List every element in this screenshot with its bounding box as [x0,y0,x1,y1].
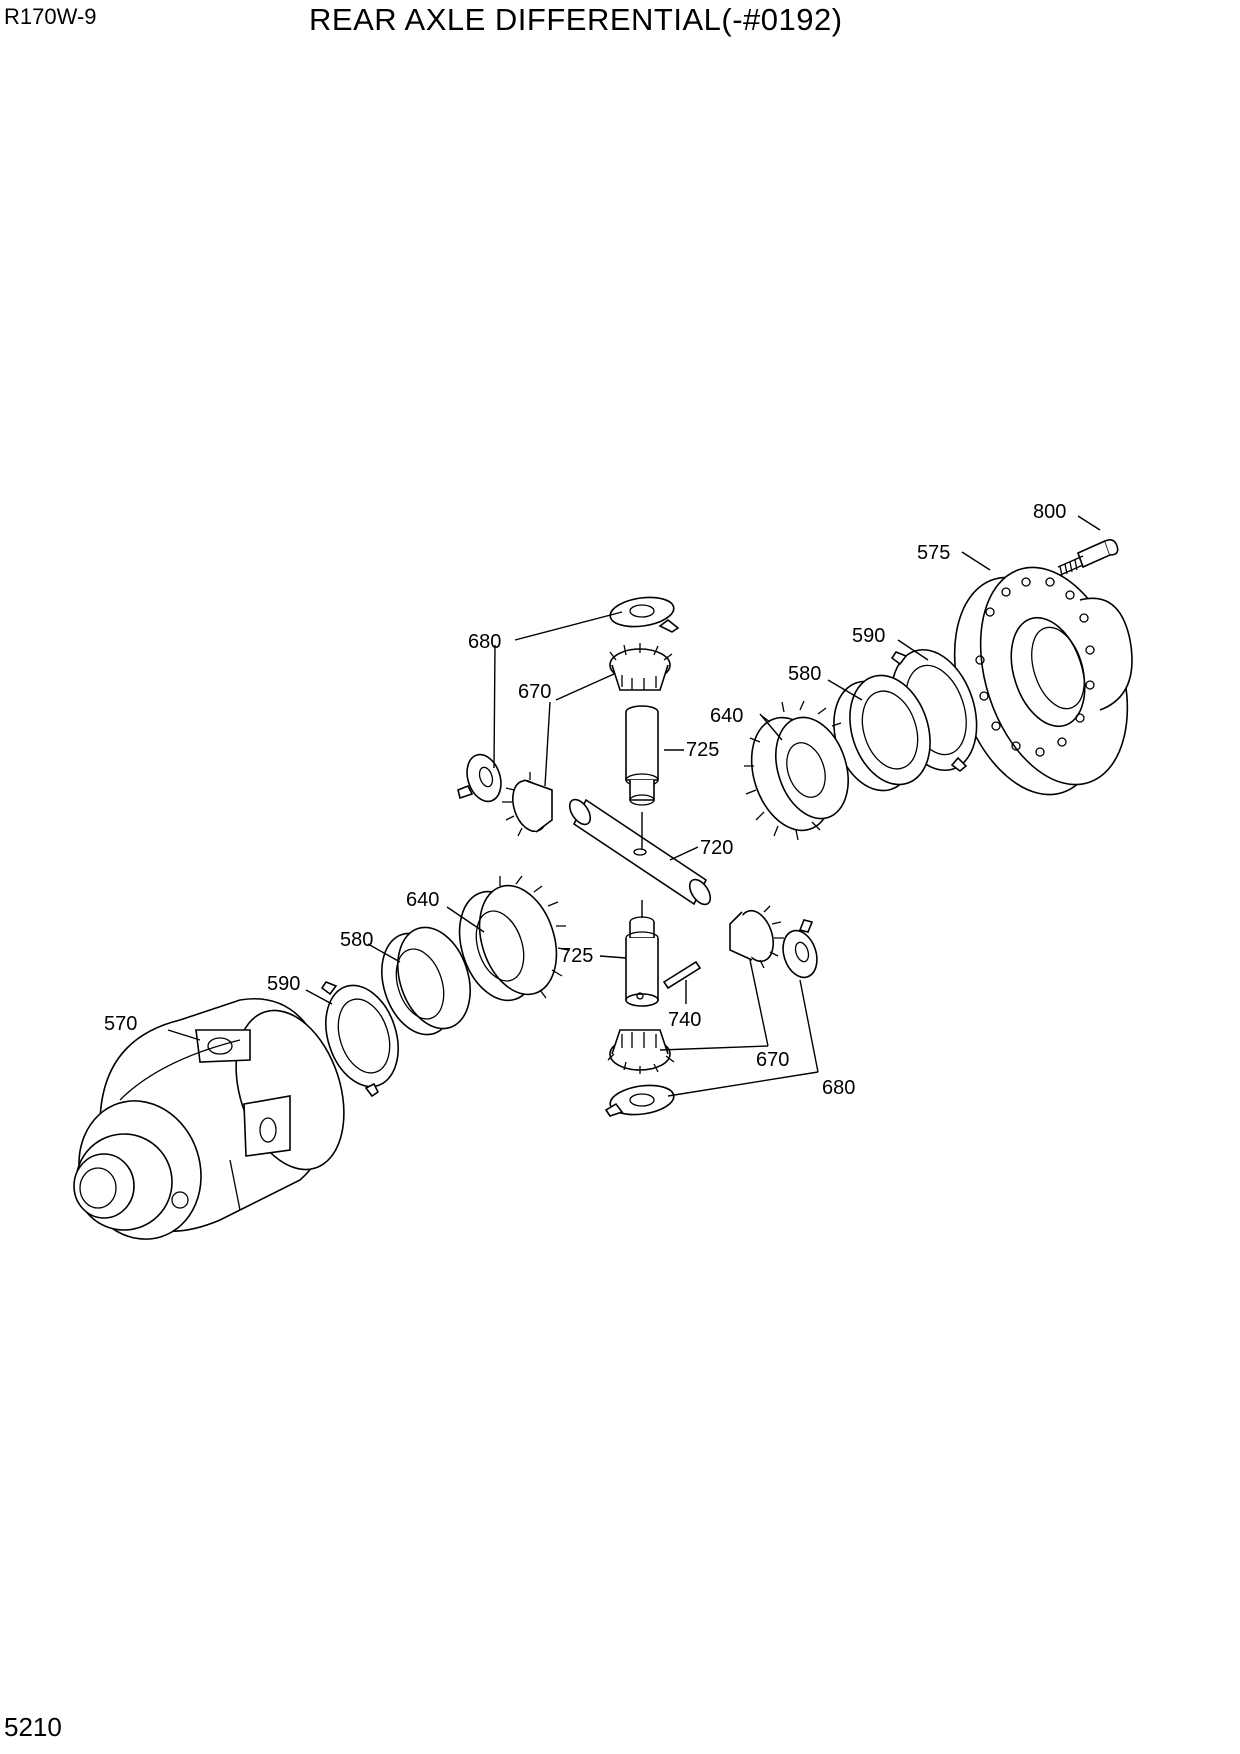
part-640-side-gear-upper [744,700,849,841]
part-580-ring-upper [833,674,931,792]
part-680-washer-bottom [604,1084,675,1117]
part-725-pin-upper [625,705,659,806]
page-number: 5210 [4,1712,62,1742]
callout-580-lower: 580 [340,929,373,951]
page-title: REAR AXLE DIFFERENTIAL(-#0192) [309,2,843,37]
part-670-pinion-upper-left [502,772,553,837]
callout-725-upper: 725 [686,739,719,761]
part-720-cross-shaft [568,798,712,906]
callout-680-upper: 680 [468,631,501,653]
callout-670-lower: 670 [756,1049,789,1071]
callout-590-upper: 590 [852,625,885,647]
callout-680-lower: 680 [822,1077,855,1099]
part-670-pinion-bottom [607,1029,675,1074]
callout-640-upper: 640 [710,705,743,727]
callout-570: 570 [104,1013,137,1035]
callout-575: 575 [917,542,950,564]
part-670-pinion-right [729,905,784,969]
leader-lines [167,515,1101,1097]
part-680-washer-upper-top [609,596,680,633]
callout-725-lower: 725 [560,945,593,967]
part-570-differential-case [73,998,345,1240]
callout-670-upper: 670 [518,681,551,703]
part-640-side-gear-lower [458,875,569,1002]
part-800-bolt [1057,539,1119,577]
callout-740: 740 [668,1009,701,1031]
callout-580-upper: 580 [788,663,821,685]
part-580-ring-lower [381,926,471,1036]
part-680-washer-upper-left [457,753,502,803]
model-code: R170W-9 [4,4,97,29]
part-670-pinion-upper-top [609,643,673,691]
callout-800: 800 [1033,501,1066,523]
part-575-flange-cover [953,566,1133,796]
part-590-thrust-washer-lower [320,981,399,1098]
part-725-pin-lower [625,916,659,1007]
part-680-washer-right [782,919,818,979]
callout-720: 720 [700,837,733,859]
part-740-roll-pin [662,960,702,990]
callout-590-lower: 590 [267,973,300,995]
callout-labels: 800 575 590 580 640 680 670 725 720 640 … [104,501,1066,1099]
callout-640-lower: 640 [406,889,439,911]
